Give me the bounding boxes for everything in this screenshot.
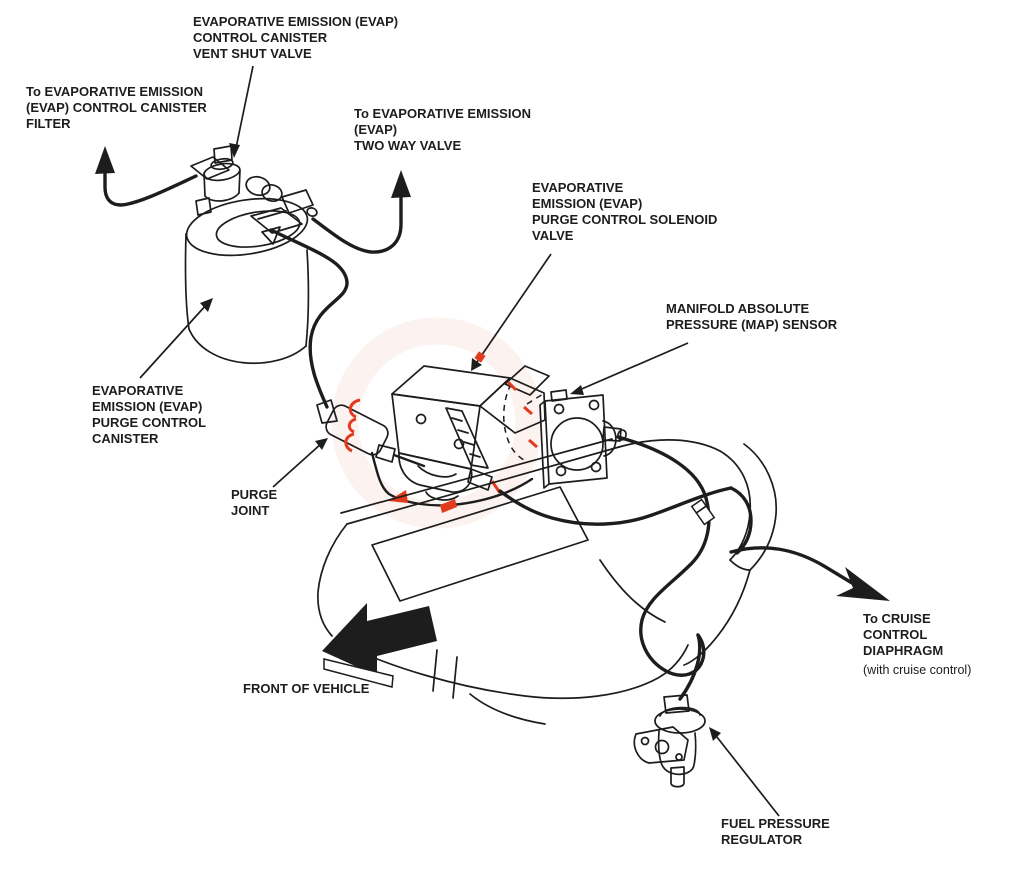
red-clip-mark [388, 490, 408, 503]
label-two-way-valve: To EVAPORATIVE EMISSION (EVAP) TWO WAY V… [354, 106, 531, 153]
label-cruise-control: To CRUISE CONTROL DIAPHRAGM [863, 611, 944, 658]
hose-fitting [690, 498, 716, 526]
red-connection-mark [506, 380, 518, 392]
label-purge-solenoid-valve: EVAPORATIVE EMISSION (EVAP) PURGE CONTRO… [532, 180, 718, 243]
up-arrow-to-filter-icon [95, 146, 115, 174]
red-clamp-mark [348, 398, 361, 419]
hose-engine-edge-down [729, 486, 753, 555]
hose-to-canister-filter [95, 146, 198, 207]
red-connection-mark [474, 351, 486, 363]
red-connection-mark [528, 438, 538, 449]
label-canister-filter: To EVAPORATIVE EMISSION (EVAP) CONTROL C… [26, 84, 207, 131]
cruise-control-arrow-icon [729, 546, 890, 601]
evap-purge-control-canister-shape [184, 145, 318, 364]
label-front-of-vehicle: FRONT OF VEHICLE [243, 681, 370, 696]
red-connection-mark [523, 405, 533, 416]
label-vent-shut-valve: EVAPORATIVE EMISSION (EVAP) CONTROL CANI… [193, 14, 399, 61]
red-clip-mark [440, 499, 457, 513]
red-clamp-mark [347, 417, 357, 434]
vent-shut-valve-shape [190, 145, 318, 217]
front-of-vehicle-arrow-icon [322, 603, 437, 688]
fuel-pressure-regulator-shape [633, 694, 706, 788]
engine-outline [317, 438, 778, 725]
hose-canister-to-purge-joint [269, 228, 349, 409]
label-map-sensor: MANIFOLD ABSOLUTE PRESSURE (MAP) SENSOR [666, 301, 838, 332]
leader-lines [139, 65, 780, 817]
label-purge-joint: PURGE JOINT [231, 487, 278, 518]
hose-to-two-way-valve [311, 170, 411, 254]
label-purge-control-canister: EVAPORATIVE EMISSION (EVAP) PURGE CONTRO… [92, 383, 207, 446]
hose-map-to-regulator [616, 435, 716, 701]
watermark-ring [331, 317, 543, 529]
purge-hose-with-clips [370, 451, 534, 513]
up-arrow-to-two-way-valve-icon [391, 170, 411, 198]
label-fuel-pressure-regulator: FUEL PRESSURE REGULATOR [721, 816, 830, 847]
red-clamp-mark [344, 432, 355, 453]
hose-solenoid-to-manifold [498, 486, 733, 526]
label-cruise-control-note: (with cruise control) [863, 663, 972, 677]
